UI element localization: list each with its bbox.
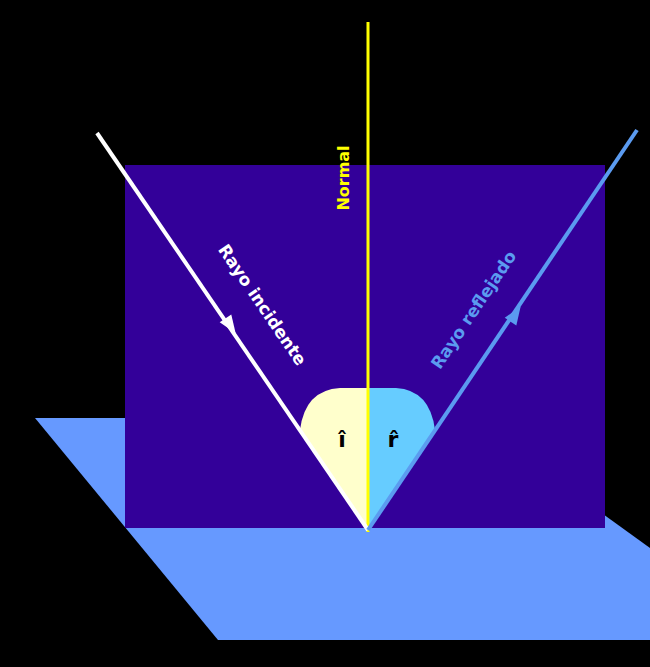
incidence-angle xyxy=(300,388,368,530)
arrowhead xyxy=(220,314,242,337)
normal-line xyxy=(367,22,370,532)
angle-label: r̂ xyxy=(388,429,399,451)
reflection-angle xyxy=(368,388,435,530)
incident-ray xyxy=(97,133,368,530)
reflected-ray xyxy=(368,130,637,530)
normal-label: Normal xyxy=(336,145,352,210)
arrowhead xyxy=(505,303,527,326)
angle-label: î xyxy=(338,429,346,451)
